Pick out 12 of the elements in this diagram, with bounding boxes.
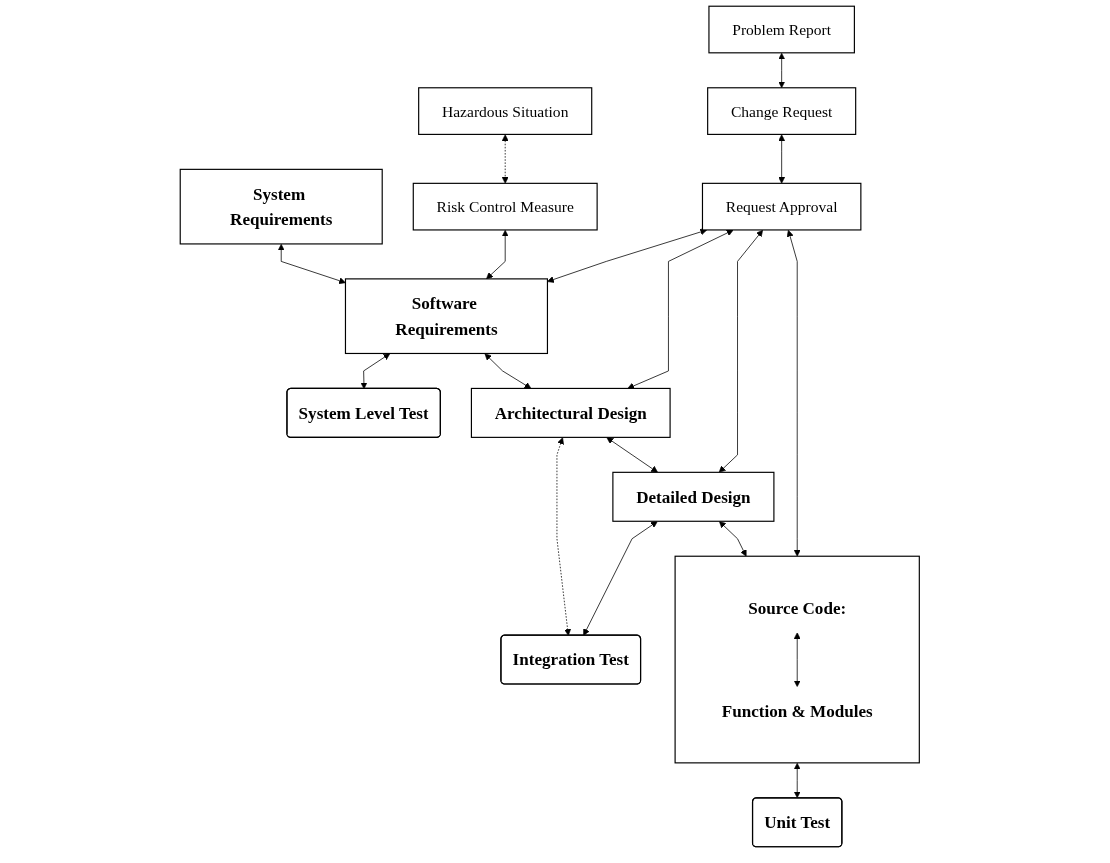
node-box: Hazardous Situation — [418, 87, 593, 135]
node-box: Detailed Design — [612, 471, 775, 522]
node-box: Request Approval — [702, 182, 862, 231]
node-box: Problem Report — [708, 5, 856, 54]
cluster — [674, 555, 921, 764]
node-box: Change Request — [707, 87, 857, 135]
node-box: System Requirements — [179, 168, 384, 245]
node-text: Function & Modules — [721, 701, 873, 721]
node-box: Software Requirements — [345, 278, 549, 355]
node-text: Source Code: — [748, 598, 847, 618]
node-box: Architectural Design — [471, 387, 671, 438]
node-box: Risk Control Measure — [412, 182, 598, 231]
